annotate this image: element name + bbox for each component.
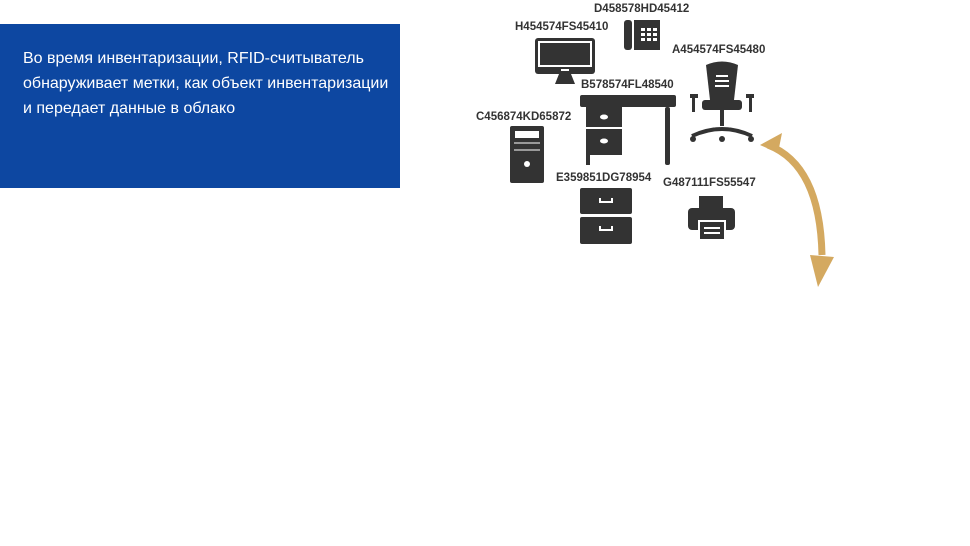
tag-label: C456874KD65872	[476, 111, 572, 123]
office-chair-icon	[690, 61, 754, 142]
phone-icon	[624, 20, 660, 50]
curved-arrow-icon	[760, 133, 834, 287]
tag-label: D458578HD45412	[594, 3, 690, 15]
tag-label: B578574FL48540	[581, 79, 674, 91]
pc-tower-icon	[510, 126, 544, 183]
desk-icon	[580, 95, 676, 165]
printer-icon	[688, 196, 735, 240]
tag-label: E359851DG78954	[556, 172, 652, 184]
tag-label: G487111FS55547	[663, 177, 756, 189]
info-panel: Во время инвентаризации, RFID-считывател…	[0, 24, 400, 188]
tag-label: A454574FS45480	[672, 44, 766, 56]
info-text: Во время инвентаризации, RFID-считывател…	[23, 50, 389, 117]
filing-cabinet-icon	[580, 188, 632, 244]
monitor-icon	[535, 38, 595, 84]
tag-label: H454574FS45410	[515, 21, 609, 33]
